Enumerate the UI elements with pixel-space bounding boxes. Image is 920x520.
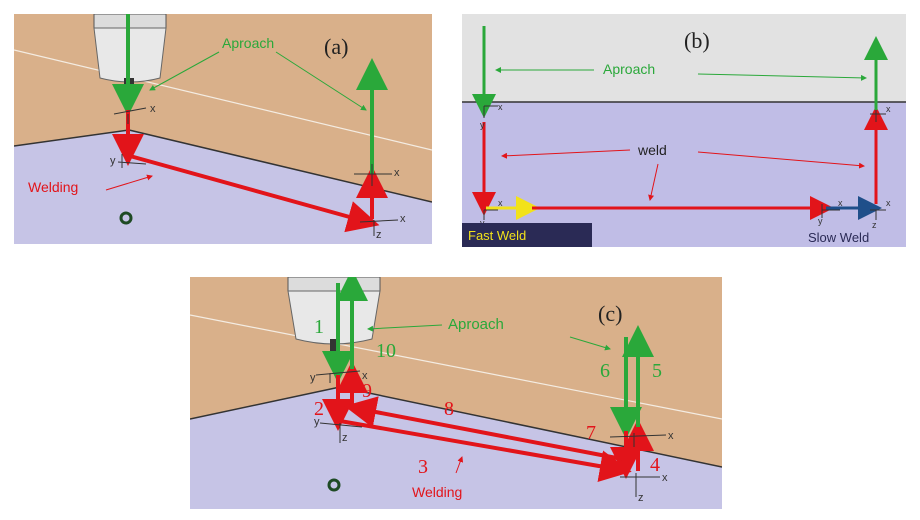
step-number: 1 [314,316,324,338]
step-number: 5 [652,360,662,382]
callout-line [149,51,220,91]
callout-line [367,324,443,332]
callout-line [697,73,867,81]
axis-y-label: y [480,120,485,130]
axis-z-label: z [342,432,348,444]
axis-y-label: y [818,216,823,226]
weld-path-arrow [129,154,380,233]
axis-z-label: z [872,220,877,230]
floor-surface [462,102,906,247]
approach-label: Aproach [603,61,655,77]
axis-x-label: x [838,198,843,208]
step-number: 9 [362,380,372,402]
panel-b-scene: x y x y x y x x z Aproach (b) weld Fast … [462,14,906,247]
fast-weld-box [462,223,592,247]
panel-tag: (a) [324,34,348,59]
callout-line [569,336,611,351]
marker-icon [119,211,133,225]
step-number: 8 [444,398,454,420]
axis-x-label: x [362,370,368,382]
axis-z-label: z [376,229,382,241]
step-number: 7 [586,422,596,444]
callout-line [501,149,631,159]
axis-y-label: y [314,416,320,428]
top-surface [462,14,906,102]
approach-label: Aproach [222,35,274,51]
callout-line [275,51,367,111]
axis-x-label: x [668,430,674,442]
welding-label: Welding [412,484,462,500]
callout-line [697,151,865,169]
step-number: 2 [314,398,324,420]
fast-weld-label: Fast Weld [468,228,526,243]
step-number: 10 [376,340,396,362]
slow-weld-label: Slow Weld [808,230,869,245]
axis-x-label: x [886,104,891,114]
panel-tag: (b) [684,28,710,53]
axis-x-label: x [400,213,406,225]
panel-tag: (c) [598,301,622,326]
axis-x-label: x [498,198,503,208]
weld-label: weld [637,142,667,158]
axis-z-label: z [638,492,644,504]
axis-x-label: x [498,102,503,112]
callout-line [105,174,153,191]
axis-frame [315,370,667,497]
step-3-arrow [339,419,632,483]
axis-x-label: x [150,103,156,115]
panel-c: y x y z x x z 1 2 3 4 5 6 7 8 9 10 Aproa… [190,277,722,509]
panel-a-scene: x y x x z Aproach (a) Welding [14,14,432,244]
marker-icon [327,478,341,492]
callout-line [648,163,659,201]
axis-x-label: x [394,167,400,179]
step-8-arrow [344,396,623,461]
axis-frame [113,107,399,236]
panel-c-scene: y x y z x x z 1 2 3 4 5 6 7 8 9 10 Aproa… [190,277,722,509]
edge-line [339,386,722,468]
step-number: 6 [600,360,610,382]
panel-a: x y x x z Aproach (a) Welding [14,14,432,244]
axis-frame [483,105,886,220]
edge-line [190,386,341,420]
step-number: 3 [418,456,428,478]
panel-b: x y x y x y x x z Aproach (b) weld Fast … [462,14,906,247]
reference-line [190,314,722,420]
axis-y-label: y [110,155,116,167]
reference-line [14,49,432,151]
axis-x-label: x [886,198,891,208]
welding-label: Welding [28,179,78,195]
axis-x-label: x [662,472,668,484]
step-number: 4 [650,454,660,476]
callout-line [455,456,464,474]
axis-y-label: y [310,372,316,384]
edge-line [14,129,130,147]
approach-label: Aproach [448,316,504,333]
